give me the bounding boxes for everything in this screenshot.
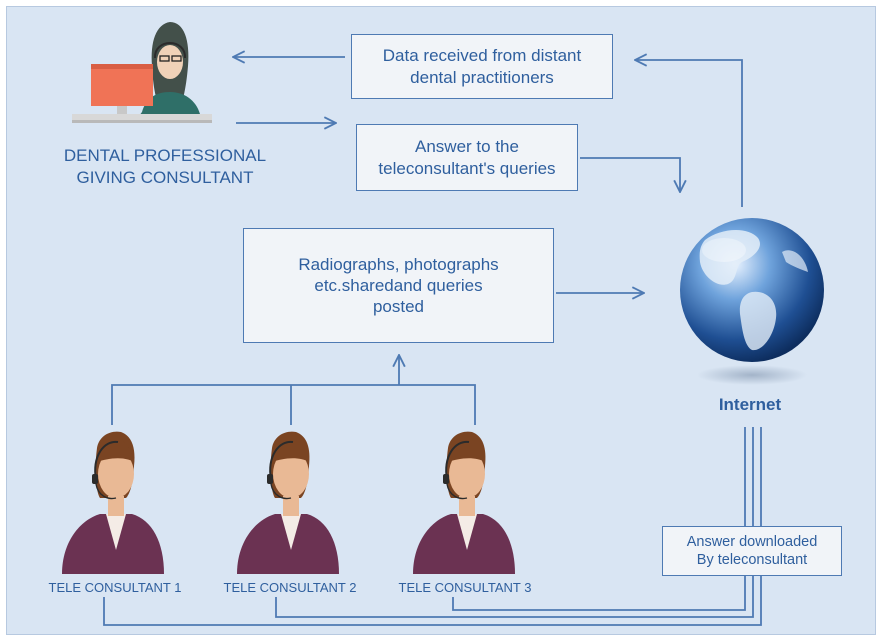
globe-icon [680,218,824,385]
dental-professional-label: DENTAL PROFESSIONAL GIVING CONSULTANT [63,146,267,188]
arrow-internet-to-data-box [635,60,743,207]
return-line-2 [275,427,754,618]
teleconsultant-headset-icon [413,431,515,574]
teleconsultant-headset-icon [62,431,164,574]
tree-connector [111,384,476,425]
teleconsultant-headset-icon [237,431,339,574]
answer-downloaded-box: Answer downloaded By teleconsultant [662,526,842,576]
internet-label: Internet [718,395,782,414]
data-received-box: Data received from distant dental practi… [351,34,613,99]
tele-consultant-1-label: TELE CONSULTANT 1 [48,580,182,595]
dental-professional-at-computer-icon [72,22,212,123]
tele-consultant-2-label: TELE CONSULTANT 2 [223,580,357,595]
arrow-answer-to-internet [580,157,680,192]
tele-consultant-3-label: TELE CONSULTANT 3 [398,580,532,595]
return-line-3 [452,427,746,611]
radiographs-box: Radiographs, photographs etc.sharedand q… [243,228,554,343]
answer-queries-box: Answer to the teleconsultant's queries [356,124,578,191]
